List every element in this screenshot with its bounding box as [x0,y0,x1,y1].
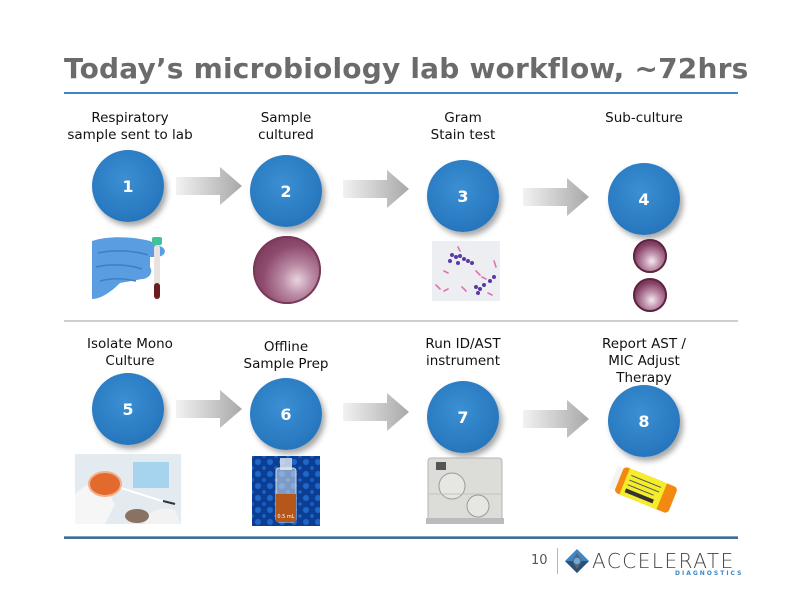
step-4-circle: 4 [608,163,680,235]
step-5-label: Isolate Mono Culture [50,336,210,370]
step-4-label-line-1: Sub-culture [605,110,683,126]
slide-title: Today’s microbiology lab workflow, ~72hr… [64,52,749,85]
arrow-right-icon [523,400,589,438]
step-5-label-line-1: Isolate Mono [87,336,173,352]
footer-rule [64,536,738,539]
step-2-label: Sample cultured [206,110,366,144]
arrow-right-icon [176,390,242,428]
lab-technician-culture-image [75,454,181,524]
step-3-number: 3 [457,186,469,206]
title-underline [64,92,738,94]
step-1-label: Respiratory sample sent to lab [50,110,210,144]
step-1-label-line-2: sample sent to lab [67,127,193,143]
page-number: 10 [531,553,548,568]
arrow-right-icon [343,170,409,208]
step-3-label: Gram Stain test [383,110,543,144]
step-2-number: 2 [280,181,292,201]
id-ast-instrument-image [426,457,504,524]
row-divider [64,320,738,322]
arrow-right-icon [343,393,409,431]
company-logo-tagline: DIAGNOSTICS [675,570,744,577]
step-7-number: 7 [457,407,469,427]
step-8-number: 8 [638,411,650,431]
step-2-circle: 2 [250,155,322,227]
arrow-right-icon [176,167,242,205]
step-7-label-line-2: instrument [425,353,501,369]
step-1-circle: 1 [92,150,164,222]
gloved-hand-sample-tube-image [92,237,165,299]
step-8-label-line-3: Therapy [616,370,672,386]
step-6-label-line-2: Sample Prep [243,356,329,372]
step-8-label-line-1: Report AST / [602,336,686,352]
step-8-label-line-2: MIC Adjust [608,353,680,369]
step-5-label-line-2: Culture [105,353,155,369]
footer-separator [557,548,558,574]
step-7-label: Run ID/AST instrument [383,336,543,370]
gram-stain-micrograph-image [432,241,500,301]
step-4-number: 4 [638,189,650,209]
arrow-right-icon [523,178,589,216]
step-3-label-line-1: Gram [444,110,482,126]
svg-text:0.5 mL: 0.5 mL [277,514,294,520]
step-5-number: 5 [122,399,134,419]
sample-vial-rack-image: 0.5 mL [252,456,320,526]
step-8-circle: 8 [608,385,680,457]
hexagon-logo-icon [565,549,589,573]
step-7-label-line-1: Run ID/AST [425,336,501,352]
step-7-circle: 7 [427,381,499,453]
step-6-label: Offline Sample Prep [206,339,366,373]
step-1-label-line-1: Respiratory [91,110,169,126]
prescription-pill-bottle-image [609,465,677,513]
step-2-label-line-1: Sample [260,110,312,126]
step-5-circle: 5 [92,373,164,445]
step-2-label-line-2: cultured [258,127,314,143]
step-8-label: Report AST / MIC Adjust Therapy [564,336,724,387]
step-6-label-line-1: Offline [263,339,309,355]
petri-dish-image-2 [633,278,667,312]
step-1-number: 1 [122,176,134,196]
step-6-number: 6 [280,404,292,424]
petri-dish-image-1 [633,239,667,273]
company-logo-text: ACCELERATE [592,549,735,573]
step-6-circle: 6 [250,378,322,450]
step-3-circle: 3 [427,160,499,232]
culture-petri-dish-image [253,236,321,304]
step-3-label-line-2: Stain test [430,127,496,143]
step-4-label: Sub-culture [564,110,724,127]
